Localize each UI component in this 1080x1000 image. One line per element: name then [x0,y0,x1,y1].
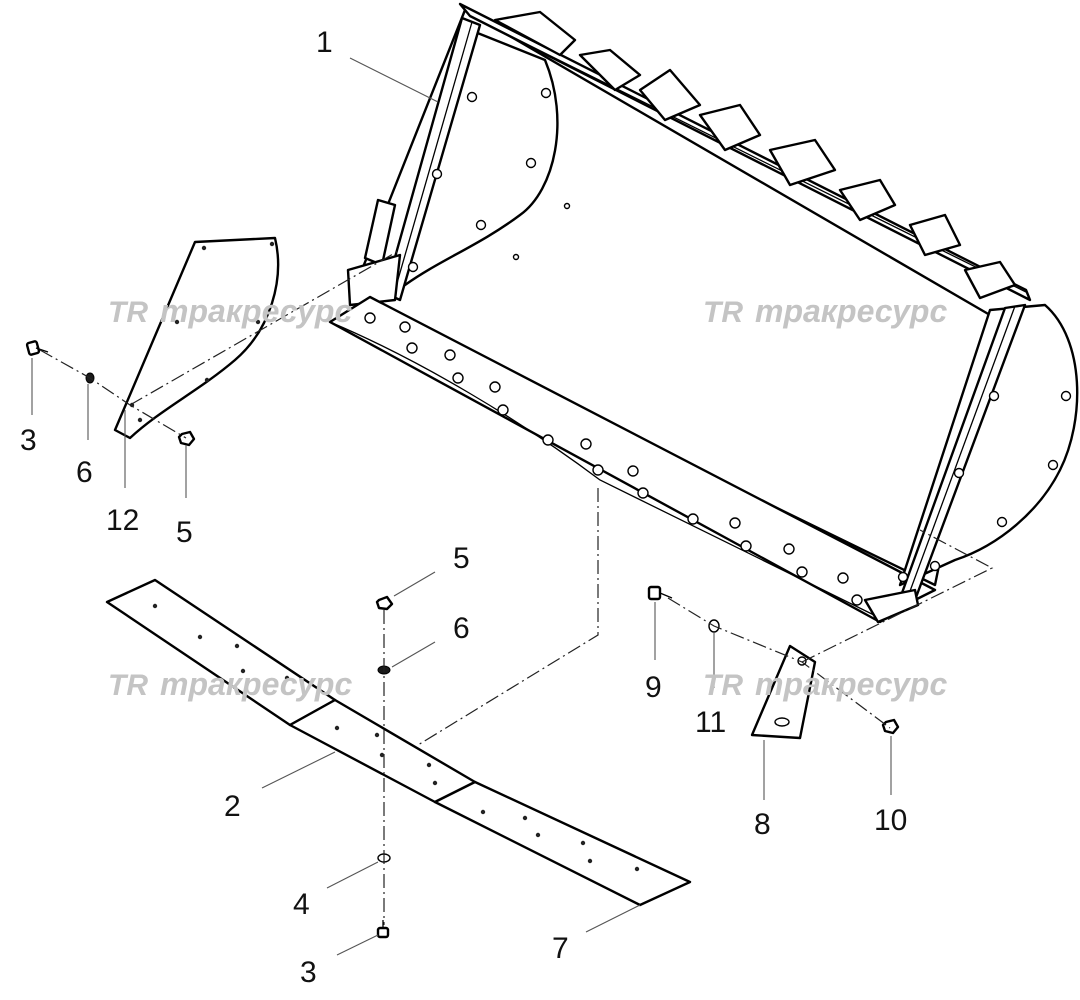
bolt-center [376,920,390,939]
watermark-logo: TR [703,296,743,329]
watermark-text: тракресурс [755,666,947,702]
callout-3-left: 3 [20,424,37,457]
callout-4: 4 [293,888,310,921]
callouts: 1 2 3 3 4 5 5 6 6 7 8 9 10 11 12 [20,26,907,989]
assembly-lines [39,249,994,925]
watermark-1: TR тракресурс [108,293,352,329]
bucket [328,2,1079,624]
callout-11: 11 [695,706,726,739]
nut-left [177,430,196,447]
callout-6-left: 6 [76,456,93,489]
side-cutter-left [113,236,280,440]
nut-center [375,595,394,611]
callout-7: 7 [552,932,569,965]
cutting-edge [105,578,692,907]
top-reinforcements [493,10,1017,300]
watermark-logo: TR [703,669,743,702]
leader-lines [31,57,892,956]
side-cutter-right [750,644,817,740]
watermark-text: тракресурс [755,293,947,329]
callout-2: 2 [224,790,241,823]
bolt-left [25,340,49,356]
watermark-text: тракресурс [160,666,352,702]
cutting-edge-holes [152,603,640,872]
bucket-bolt-holes [364,87,1072,606]
callout-5-left: 5 [176,516,193,549]
fasteners [25,340,900,939]
callout-12: 12 [106,504,139,537]
callout-5-center: 5 [453,542,470,575]
nut-right [881,718,900,735]
bolt-right [647,585,673,601]
watermark-logo: TR [108,669,148,702]
callout-1: 1 [316,26,333,59]
callout-9: 9 [645,671,662,704]
callout-10: 10 [874,804,907,837]
watermark-logo: TR [108,296,148,329]
callout-8: 8 [754,808,771,841]
watermark-2: TR тракресурс [703,293,947,329]
callout-6-center: 6 [453,612,470,645]
watermark-text: тракресурс [160,293,352,329]
callout-3-bottom: 3 [300,956,317,989]
watermark-4: TR тракресурс [703,666,947,702]
watermark-3: TR тракресурс [108,666,352,702]
